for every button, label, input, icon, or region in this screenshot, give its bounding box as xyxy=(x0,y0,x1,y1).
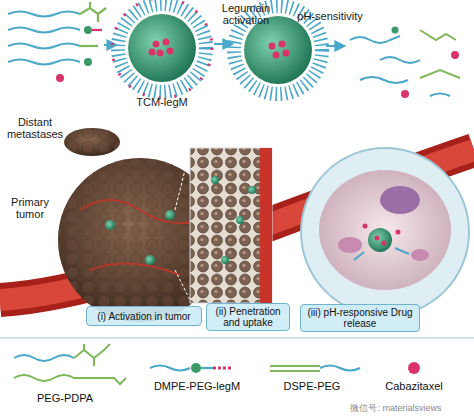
label-box: (iii) pH-responsive Drug release xyxy=(300,304,420,332)
annotation: pH-sensitivity xyxy=(290,10,370,22)
panel-label: (ii) Penetration and uptake xyxy=(210,306,286,328)
watermark: 微信号: materialsviews xyxy=(320,402,472,414)
label-box: (ii) Penetration and uptake xyxy=(206,303,290,331)
legend-text: DSPE-PEG xyxy=(262,380,362,392)
legend-sample xyxy=(14,344,126,384)
process-arrow xyxy=(214,43,232,45)
tissue-panel xyxy=(190,148,272,303)
panel-label: (iii) pH-responsive Drug release xyxy=(304,307,416,329)
label-box: (i) Activation in tumor xyxy=(86,306,202,326)
legend-text: PEG-PDPA xyxy=(20,392,110,404)
legend-text: Cabazitaxel xyxy=(374,380,454,392)
polymer-strands xyxy=(8,2,106,82)
legend-sample xyxy=(270,366,360,372)
divider xyxy=(0,338,474,339)
panel-label: (i) Activation in tumor xyxy=(97,311,190,322)
legend-sample xyxy=(150,363,233,373)
annotation: TCM-legM xyxy=(124,96,200,108)
cell-panel xyxy=(301,148,469,316)
annotation: Primary tumor xyxy=(2,196,58,220)
legend-sample xyxy=(408,362,420,374)
annotation: Distant metastases xyxy=(2,116,68,140)
micelle xyxy=(112,0,212,98)
metastasis xyxy=(64,128,120,156)
disassembled-polymers xyxy=(350,27,460,99)
annotation: Legumain activation xyxy=(206,2,286,26)
process-arrow xyxy=(326,45,344,47)
legend-text: DMPE-PEG-legM xyxy=(144,380,250,392)
